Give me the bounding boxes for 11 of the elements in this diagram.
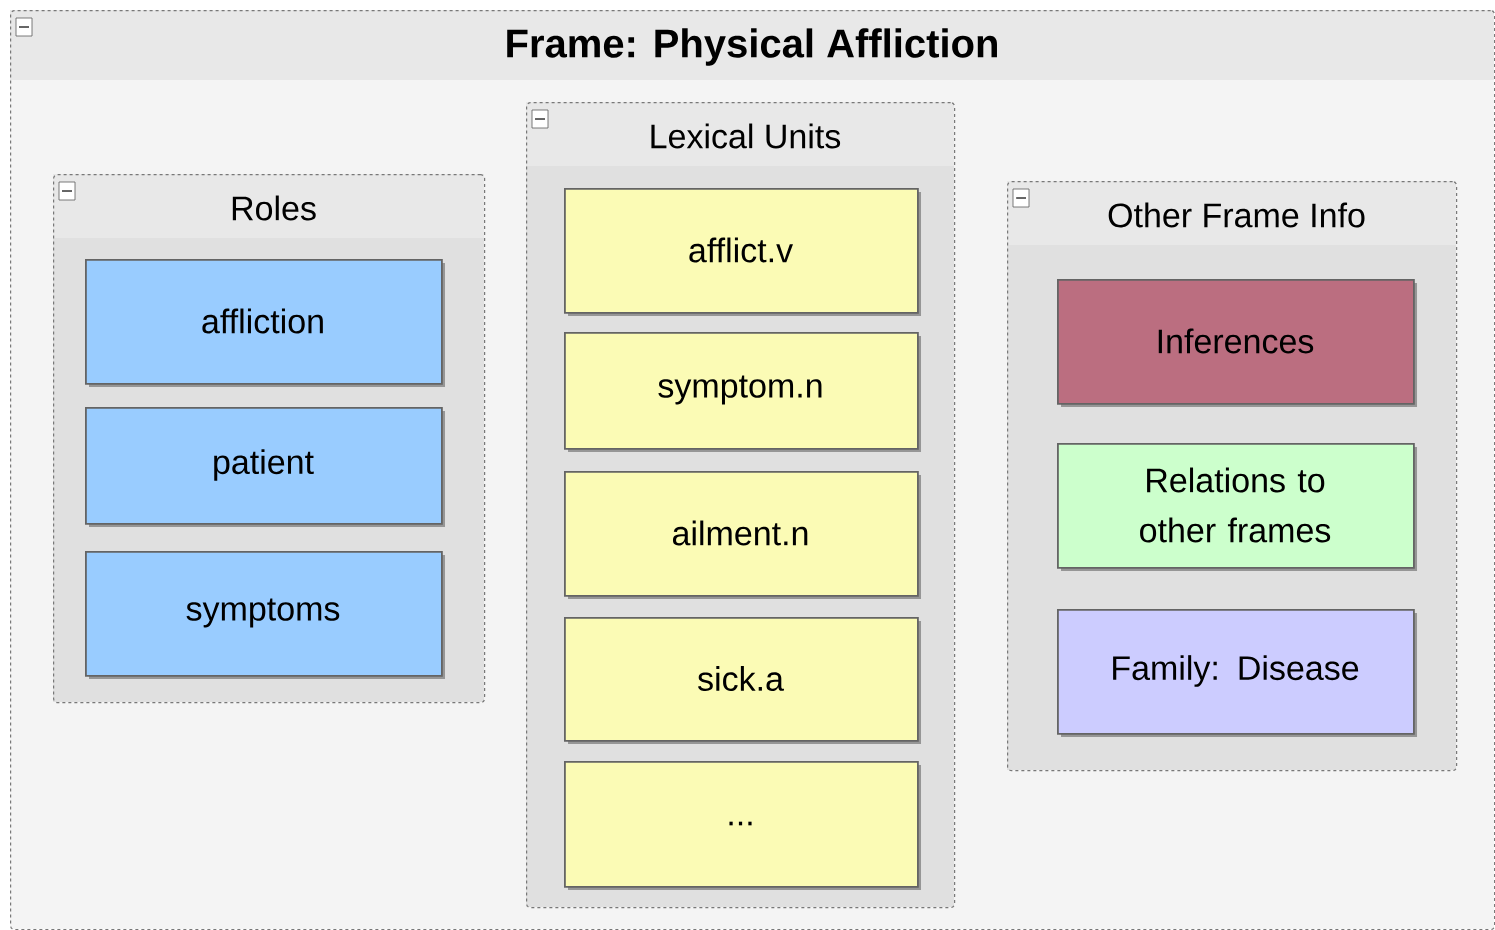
item-box: symptoms	[85, 551, 445, 679]
item-box: affliction	[85, 259, 445, 387]
item-box: symptom.n	[564, 332, 921, 452]
item-box: Family: Disease	[1057, 609, 1417, 737]
item-box: patient	[85, 407, 445, 527]
item-box: sick.a	[564, 617, 921, 744]
item-box: ...	[564, 761, 921, 890]
item-box: Relations to other frames	[1057, 443, 1417, 571]
item-box: Inferences	[1057, 279, 1417, 407]
item-box: afflict.v	[564, 188, 921, 316]
item-box: ailment.n	[564, 471, 921, 599]
